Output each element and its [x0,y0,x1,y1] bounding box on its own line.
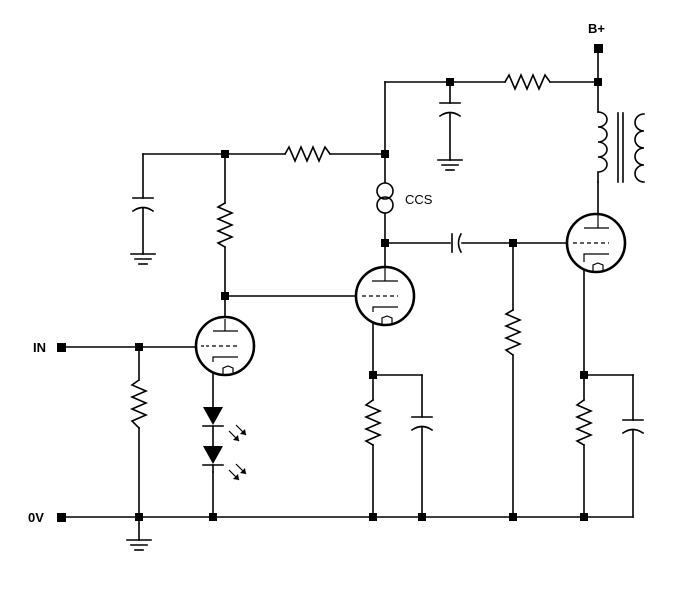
capacitor-top-bypass [438,102,462,118]
b-plus-label: B+ [588,21,605,36]
tube-middle-triode [354,265,416,327]
resistor-cathode-right [574,398,594,447]
ground-label: 0V [28,510,44,525]
tube-output-triode [565,212,627,274]
led-upper [202,407,247,447]
led-lower [202,446,247,481]
resistor-cathode-middle [363,398,383,447]
ground-symbol-bottom [126,539,152,551]
ground-symbol-top [437,159,463,171]
capacitor-coupling [451,232,463,254]
resistor-grid [503,308,523,357]
constant-current-source [376,182,394,214]
resistor-plate-load-left [215,201,235,249]
junction-nodes [57,44,603,522]
capacitor-left-bypass [131,197,155,213]
resistor-input [129,378,149,430]
resistor-second-rail [283,144,332,164]
tube-input-triode [194,315,256,377]
capacitor-cathode-right [621,419,645,435]
capacitor-cathode-middle [410,416,434,432]
wires [61,48,634,541]
resistor-top [503,72,552,92]
ground-symbol-left [130,253,156,265]
ccs-label: CCS [405,192,433,207]
output-transformer [597,111,645,183]
input-label: IN [33,340,46,355]
